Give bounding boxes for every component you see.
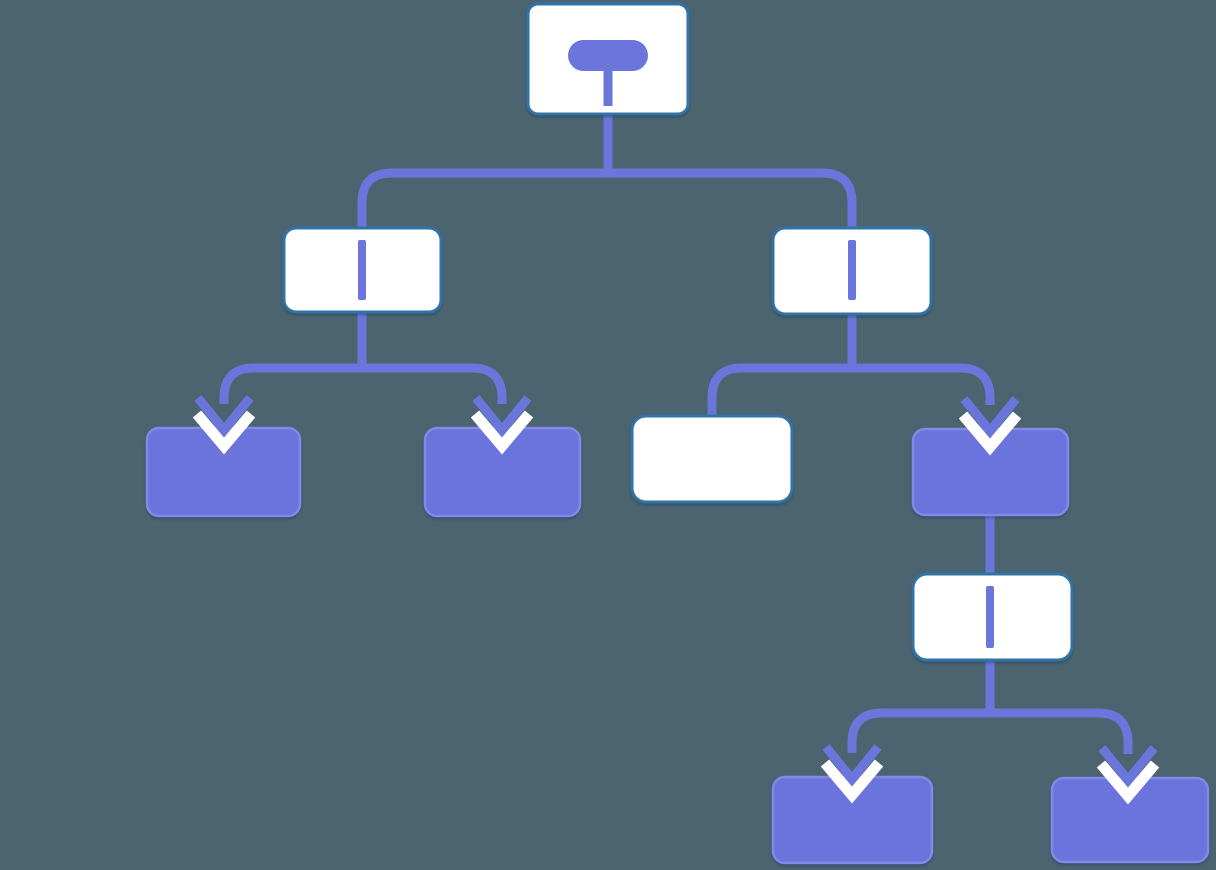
start-pill-icon bbox=[568, 40, 648, 71]
connector-left-branch bbox=[219, 363, 507, 404]
connector-bottom-branch bbox=[847, 708, 1133, 754]
node-branch-right-sub bbox=[911, 572, 1074, 662]
chevron-down-icon bbox=[958, 396, 1022, 456]
chevron-purple-stroke bbox=[822, 744, 882, 787]
divider-bar-icon bbox=[848, 240, 856, 300]
chevron-purple-stroke bbox=[1098, 745, 1158, 788]
start-pill-stem bbox=[603, 68, 613, 106]
chevron-down-icon bbox=[1096, 745, 1160, 805]
chevron-purple-stroke bbox=[960, 396, 1020, 439]
connectors bbox=[219, 112, 1133, 754]
chevron-purple-stroke bbox=[194, 395, 254, 438]
chevron-down-icon bbox=[820, 744, 884, 804]
node-child-right-white bbox=[630, 414, 794, 504]
node-branch-left bbox=[282, 226, 443, 314]
chevron-white-stroke bbox=[958, 411, 1022, 456]
chevron-white-stroke bbox=[1096, 760, 1160, 805]
chevron-white-stroke bbox=[820, 759, 884, 804]
chevron-down-icon bbox=[192, 395, 256, 455]
node-root bbox=[526, 2, 690, 116]
connector-top-branch bbox=[357, 168, 857, 229]
node-branch-right bbox=[771, 226, 933, 316]
arrowheads bbox=[192, 395, 1160, 805]
divider-bar-icon bbox=[358, 240, 366, 300]
connector-right-branch bbox=[707, 363, 995, 416]
divider-bar-icon bbox=[986, 586, 994, 648]
chevron-white-stroke bbox=[470, 410, 534, 455]
chevron-down-icon bbox=[470, 395, 534, 455]
chevron-white-stroke bbox=[192, 410, 256, 455]
node-child-right-white-box[interactable] bbox=[630, 414, 794, 504]
chevron-purple-stroke bbox=[472, 395, 532, 438]
